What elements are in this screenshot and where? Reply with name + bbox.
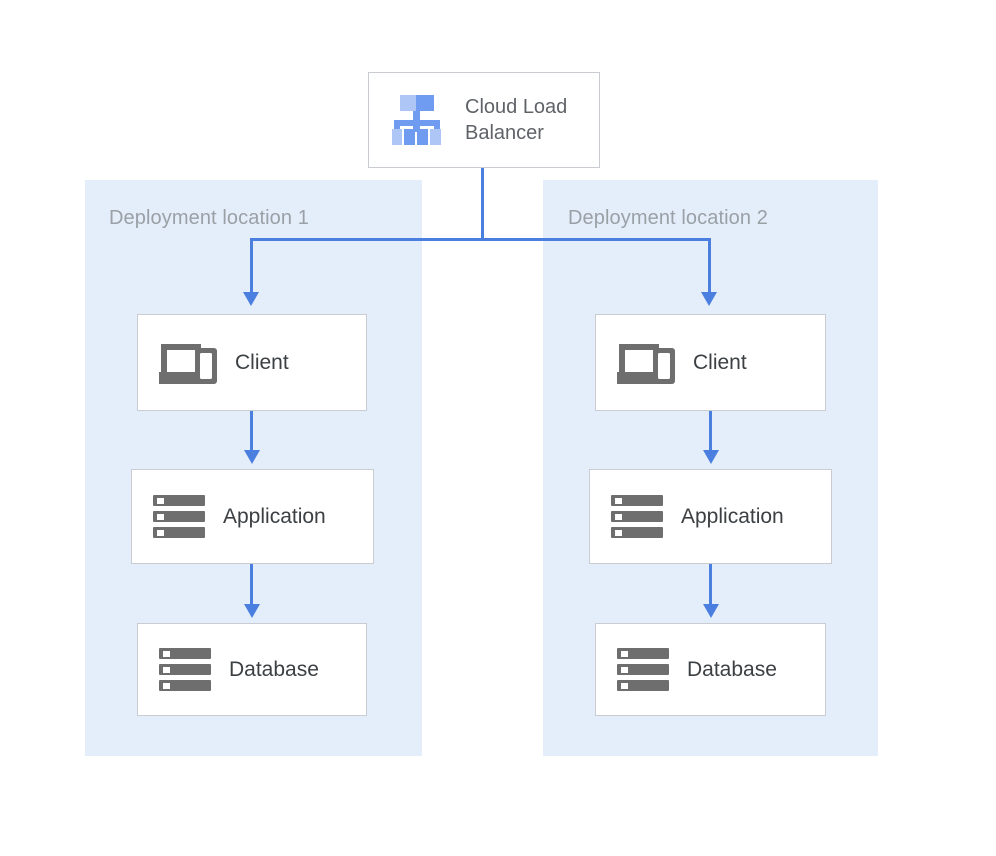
node-cloud-load-balancer[interactable]: Cloud Load Balancer [368,72,600,168]
node-database-1[interactable]: Database [137,623,367,716]
server-stack-icon [611,494,663,539]
arrowhead-loadbalancer-to-client-2 [701,292,717,306]
arrowhead-client-1-to-application-1 [244,450,260,464]
deployment-location-1-label: Deployment location 1 [109,207,309,229]
connector-client-2-to-application-2 [709,411,712,455]
connector-loadbalancer-to-client-1 [250,238,253,294]
server-stack-icon [617,647,669,692]
node-database-2-label: Database [687,657,777,681]
cloud-load-balancer-label: Cloud Load Balancer [465,96,568,144]
server-stack-icon [153,494,205,539]
arrowhead-loadbalancer-to-client-1 [243,292,259,306]
node-client-1[interactable]: Client [137,314,367,411]
node-client-2[interactable]: Client [595,314,826,411]
node-application-1[interactable]: Application [131,469,374,564]
arrowhead-application-1-to-database-1 [244,604,260,618]
connector-loadbalancer-trunk [481,168,484,241]
node-application-1-label: Application [223,504,326,528]
node-application-2-label: Application [681,504,784,528]
node-client-1-label: Client [235,350,289,374]
connector-client-1-to-application-1 [250,411,253,455]
client-devices-icon [159,340,217,386]
server-stack-icon [159,647,211,692]
cloud-load-balancer-icon [391,95,443,145]
connector-application-1-to-database-1 [250,564,253,609]
connector-loadbalancer-bus [250,238,711,241]
node-client-2-label: Client [693,350,747,374]
connector-loadbalancer-to-client-2 [708,238,711,294]
deployment-location-2-label: Deployment location 2 [568,207,768,229]
node-database-1-label: Database [229,657,319,681]
node-database-2[interactable]: Database [595,623,826,716]
arrowhead-application-2-to-database-2 [703,604,719,618]
client-devices-icon [617,340,675,386]
node-application-2[interactable]: Application [589,469,832,564]
connector-application-2-to-database-2 [709,564,712,609]
arrowhead-client-2-to-application-2 [703,450,719,464]
